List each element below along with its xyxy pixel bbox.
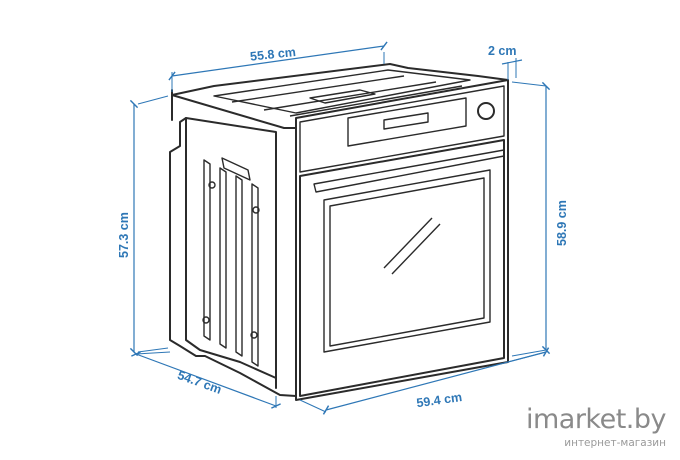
label-front-width: 59.4 cm (416, 390, 463, 410)
side-rib-3 (235, 175, 243, 357)
door-handle (313, 149, 505, 193)
dim-front-width-line (322, 347, 550, 415)
side-rib-2 (219, 167, 227, 349)
cabinet-top-outline (171, 63, 509, 129)
dim-front-depth-line (501, 59, 523, 65)
label-top-width: 55.8 cm (249, 45, 296, 64)
label-cabinet-depth: 54.7 cm (176, 368, 224, 397)
cabinet-left-outline (169, 89, 297, 397)
glass-reflection (383, 217, 441, 275)
control-panel (299, 85, 505, 173)
side-screw-3 (202, 316, 210, 324)
label-cabinet-height: 57.3 cm (117, 212, 131, 258)
top-vent-detail (309, 89, 376, 104)
side-panel (185, 117, 277, 389)
door-window (323, 169, 491, 353)
control-knob (477, 102, 495, 120)
door-window-inner (329, 177, 485, 347)
dim-cabinet-depth-line (131, 351, 281, 409)
watermark-subtitle: интернет-магазин (564, 437, 666, 449)
dim-top-width-line (168, 41, 388, 81)
label-overall-height: 58.9 cm (555, 200, 569, 246)
label-front-depth: 2 cm (488, 44, 517, 58)
side-rib-1 (203, 159, 211, 341)
display-window (347, 97, 467, 147)
side-handle-slot (221, 157, 251, 181)
top-vent-front (231, 75, 463, 117)
side-screw-1 (208, 181, 216, 189)
oven-body (169, 63, 509, 401)
display-screen (383, 112, 429, 130)
side-screw-4 (250, 331, 258, 339)
watermark-brand: imarket.by (525, 404, 667, 435)
side-screw-2 (252, 206, 260, 214)
dimension-lines (129, 41, 551, 415)
